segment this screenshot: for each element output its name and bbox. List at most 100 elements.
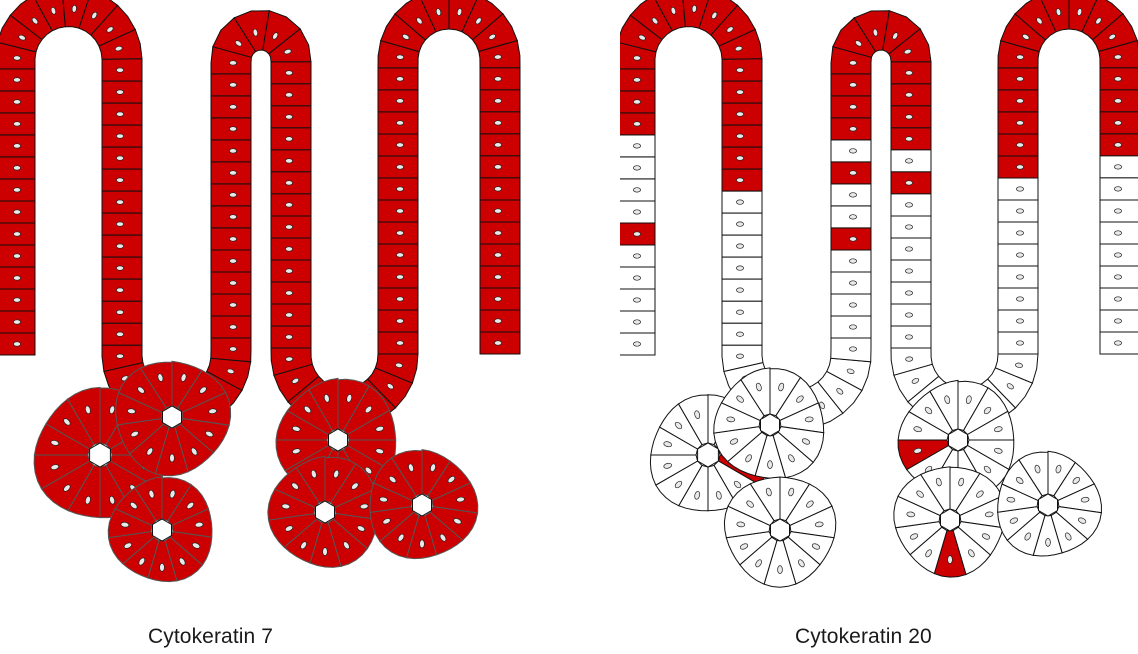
ck20-illustration (620, 0, 1138, 610)
cell-nucleus (229, 127, 236, 131)
cell-nucleus (116, 156, 123, 160)
gland (370, 450, 478, 559)
cell-nucleus (285, 313, 292, 317)
cell-nucleus (396, 275, 403, 279)
cell-nucleus (905, 291, 912, 295)
cell-nucleus (170, 454, 175, 462)
gland-lumen (698, 443, 719, 467)
cell-nucleus (116, 90, 123, 94)
cell-nucleus (633, 210, 640, 214)
cell-nucleus (13, 276, 20, 280)
cell-nucleus (1016, 187, 1023, 191)
cell-nucleus (1016, 275, 1023, 279)
cell-nucleus (420, 540, 425, 548)
cell-nucleus (285, 71, 292, 75)
cell-nucleus (229, 259, 236, 263)
gland (268, 456, 378, 567)
cell-nucleus (633, 276, 640, 280)
cell-nucleus (396, 187, 403, 191)
cell-nucleus (1114, 77, 1121, 81)
cell-nucleus (633, 188, 640, 192)
cell-nucleus (1114, 253, 1121, 257)
cell-nucleus (905, 93, 912, 97)
gland (724, 477, 835, 587)
cell-nucleus (396, 253, 403, 257)
cell-nucleus (905, 313, 912, 317)
cell-nucleus (285, 137, 292, 141)
cell-nucleus (1016, 99, 1023, 103)
cell-nucleus (494, 165, 501, 169)
cell-nucleus (13, 210, 20, 214)
cell-nucleus (229, 281, 236, 285)
caption-cytokeratin-7: Cytokeratin 7 (148, 625, 273, 649)
cell-nucleus (905, 247, 912, 251)
cell-nucleus (849, 149, 856, 153)
cell-nucleus (494, 319, 501, 323)
cell-nucleus (1114, 341, 1121, 345)
cell-nucleus (849, 171, 856, 175)
cell-nucleus (116, 112, 123, 116)
cell-nucleus (285, 335, 292, 339)
cell-nucleus (116, 354, 123, 359)
cell-nucleus (905, 137, 912, 141)
cell-nucleus (1114, 275, 1121, 279)
cell-nucleus (1114, 99, 1121, 103)
cell-nucleus (396, 121, 403, 125)
cell-nucleus (905, 71, 912, 75)
cell-nucleus (13, 188, 20, 192)
cell-nucleus (494, 297, 501, 301)
cell-nucleus (13, 56, 20, 61)
cell-nucleus (849, 193, 856, 197)
gland-lumen (761, 414, 780, 436)
cell-nucleus (13, 100, 20, 104)
gland-lumen (153, 519, 172, 541)
cell-nucleus (116, 244, 123, 248)
cell-nucleus (229, 303, 236, 307)
cell-nucleus (736, 310, 743, 314)
cell-nucleus (905, 203, 912, 207)
cell-nucleus (13, 254, 20, 258)
cell-nucleus (1016, 231, 1023, 235)
cell-nucleus (736, 156, 743, 160)
cell-nucleus (1016, 253, 1023, 257)
cell-nucleus (72, 5, 77, 13)
cell-nucleus (768, 461, 773, 469)
cell-nucleus (1016, 341, 1023, 345)
cell-nucleus (396, 209, 403, 213)
cell-nucleus (285, 225, 292, 229)
cell-nucleus (229, 347, 236, 351)
gland-lumen (329, 429, 348, 451)
cell-nucleus (736, 354, 743, 359)
cell-nucleus (229, 105, 236, 109)
cell-nucleus (229, 237, 236, 241)
cell-nucleus (736, 288, 743, 292)
crypt-epithelium (620, 0, 1138, 429)
cell-nucleus (633, 122, 640, 126)
cell-nucleus (849, 61, 856, 65)
caption-cytokeratin-20: Cytokeratin 20 (795, 625, 932, 649)
cell-nucleus (1016, 55, 1023, 60)
cell-nucleus (905, 269, 912, 273)
cell-nucleus (396, 143, 403, 147)
cell-nucleus (1046, 538, 1051, 546)
cell-nucleus (1114, 297, 1121, 301)
cell-nucleus (396, 55, 403, 60)
cell-nucleus (1016, 121, 1023, 125)
cell-nucleus (229, 61, 236, 65)
cell-nucleus (633, 320, 640, 324)
cell-nucleus (692, 5, 697, 13)
gland-lumen (949, 429, 968, 451)
cell-nucleus (905, 181, 912, 185)
cell-nucleus (13, 144, 20, 148)
gland-lumen (1039, 494, 1058, 516)
cell-nucleus (736, 200, 743, 204)
cell-nucleus (633, 298, 640, 302)
gland-lumen (316, 501, 335, 523)
cell-nucleus (633, 144, 640, 148)
cell-nucleus (736, 244, 743, 248)
cell-nucleus (116, 178, 123, 182)
cell-nucleus (396, 165, 403, 169)
cell-nucleus (285, 357, 293, 362)
cell-nucleus (494, 209, 501, 213)
cell-nucleus (494, 77, 501, 81)
